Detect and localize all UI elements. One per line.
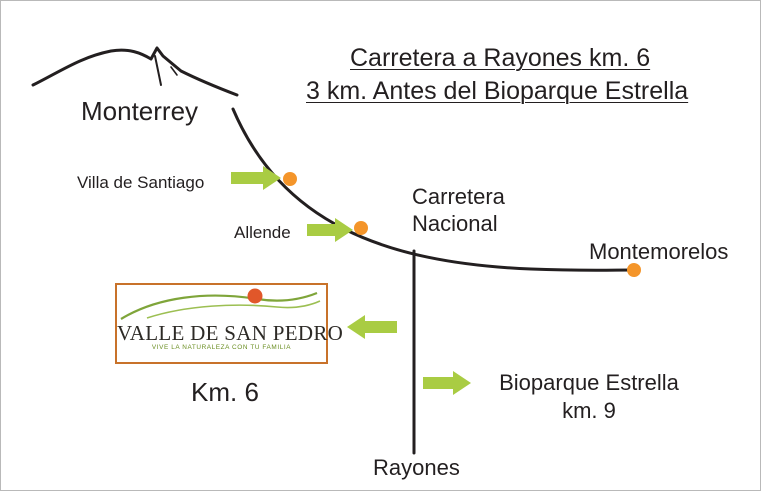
arrow-icon xyxy=(347,315,397,339)
logo-name: VALLE DE SAN PEDRO xyxy=(117,321,344,345)
label-bioparque-km: km. 9 xyxy=(562,398,616,423)
arrow-icon xyxy=(307,218,353,242)
valle-de-san-pedro-logo: VALLE DE SAN PEDRO VIVE LA NATURALEZA CO… xyxy=(115,283,344,364)
logo-tagline: VIVE LA NATURALEZA CON TU FAMILIA xyxy=(151,344,292,351)
label-monterrey: Monterrey xyxy=(81,96,199,126)
label-bioparque-estrella: Bioparque Estrella xyxy=(499,370,679,395)
label-allende: Allende xyxy=(234,223,291,242)
town-marker-icon xyxy=(627,263,641,277)
arrow-icon xyxy=(231,166,281,190)
logo-landscape-icon xyxy=(120,288,321,320)
label-villa-de-santiago: Villa de Santiago xyxy=(77,173,205,192)
map-title-line2: 3 km. Antes del Bioparque Estrella xyxy=(306,77,689,105)
town-marker-icon xyxy=(283,172,297,186)
label-montemorelos: Montemorelos xyxy=(589,239,729,264)
label-carretera: Carretera xyxy=(412,184,505,209)
label-nacional: Nacional xyxy=(412,211,498,236)
mountain-icon xyxy=(31,46,239,97)
mountain-ridge xyxy=(154,55,162,86)
arrow-icon xyxy=(423,371,471,395)
mountain-ridge xyxy=(170,66,178,76)
label-km-6: Km. 6 xyxy=(191,377,259,407)
map-title-line1: Carretera a Rayones km. 6 xyxy=(350,44,651,72)
town-marker-icon xyxy=(354,221,368,235)
label-rayones: Rayones xyxy=(373,455,460,480)
